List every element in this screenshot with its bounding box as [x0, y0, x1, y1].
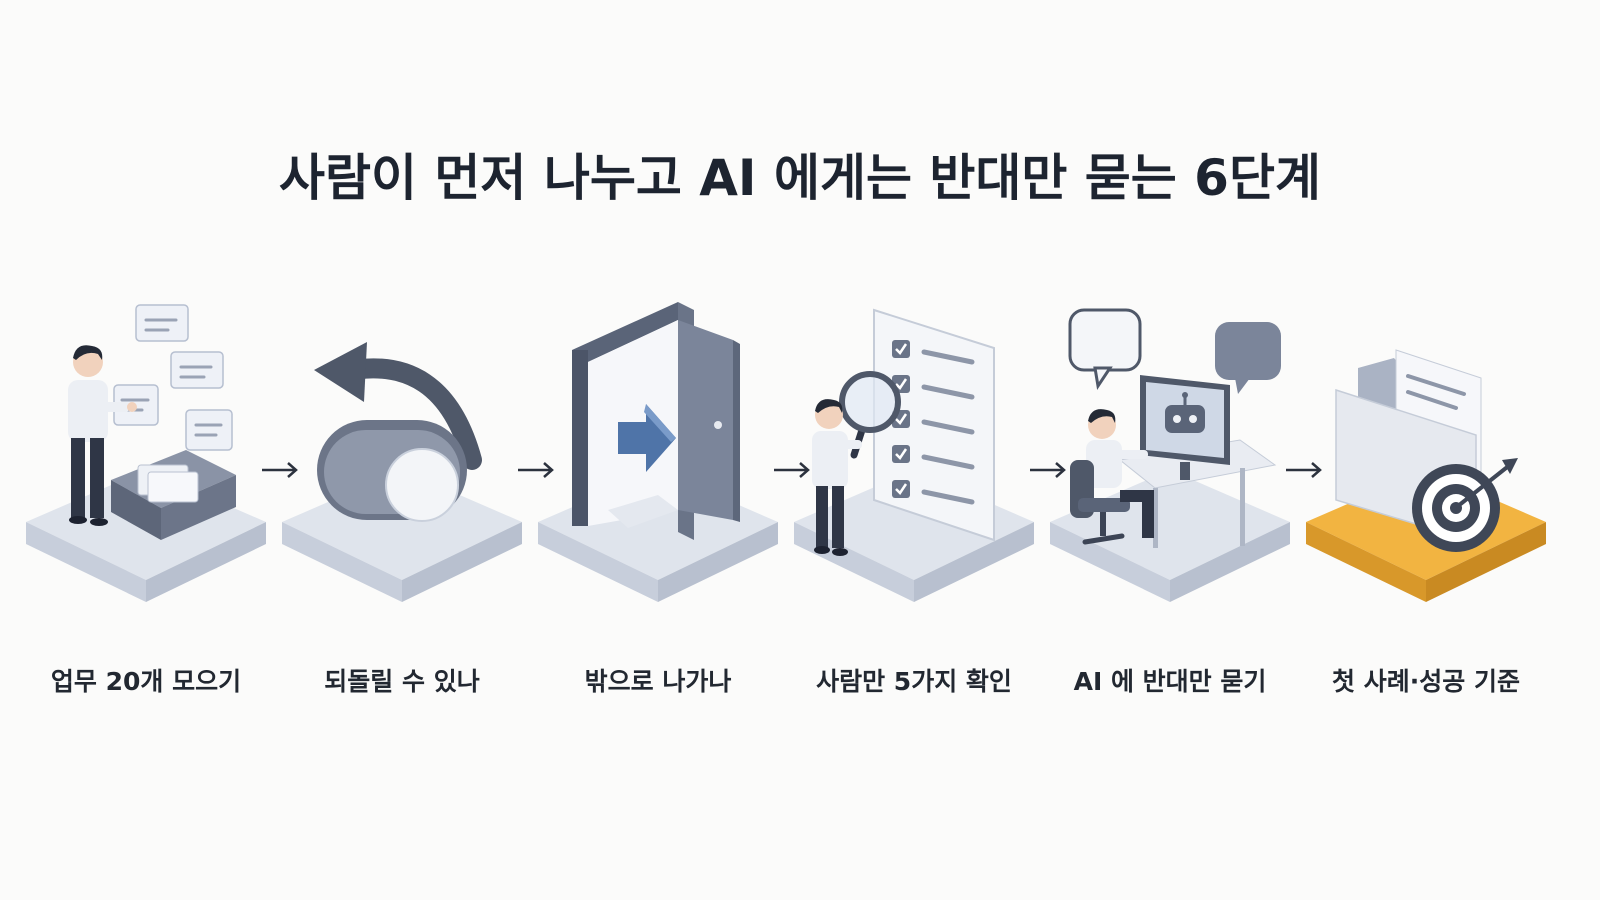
arrow-right-icon: [1286, 462, 1322, 478]
arrow-right-icon: [774, 462, 810, 478]
step-6-label: 첫 사례·성공 기준: [1332, 667, 1520, 696]
page-title: 사람이 먼저 나누고 AI 에게는 반대만 묻는 6단계: [279, 149, 1321, 207]
arrow-right-icon: [1030, 462, 1066, 478]
checklist-inspect-icon: [794, 308, 1034, 602]
step-4-label: 사람만 5가지 확인: [816, 667, 1012, 696]
folder-target-icon: [1306, 349, 1546, 602]
step-5: AI 에 반대만 묻기: [1040, 290, 1300, 696]
inbox-collect-icon: [26, 304, 266, 602]
step-3: 밖으로 나가나: [528, 290, 788, 696]
step-2: 되돌릴 수 있나: [272, 290, 532, 696]
step-1-label: 업무 20개 모으기: [50, 667, 242, 696]
exit-door-icon: [538, 302, 778, 602]
step-2-label: 되돌릴 수 있나: [324, 667, 480, 696]
process-flow: 업무 20개 모으기 되돌릴 수 있나: [0, 290, 1600, 696]
ai-chat-icon: [1050, 308, 1290, 602]
step-5-label: AI 에 반대만 묻기: [1073, 667, 1267, 696]
arrow-right-icon: [518, 462, 554, 478]
arrow-right-icon: [262, 462, 298, 478]
step-4: 사람만 5가지 확인: [784, 290, 1044, 696]
step-3-label: 밖으로 나가나: [584, 667, 732, 696]
step-1: 업무 20개 모으기: [16, 290, 276, 696]
undo-toggle-icon: [282, 342, 522, 602]
step-6: 첫 사례·성공 기준: [1296, 290, 1556, 696]
